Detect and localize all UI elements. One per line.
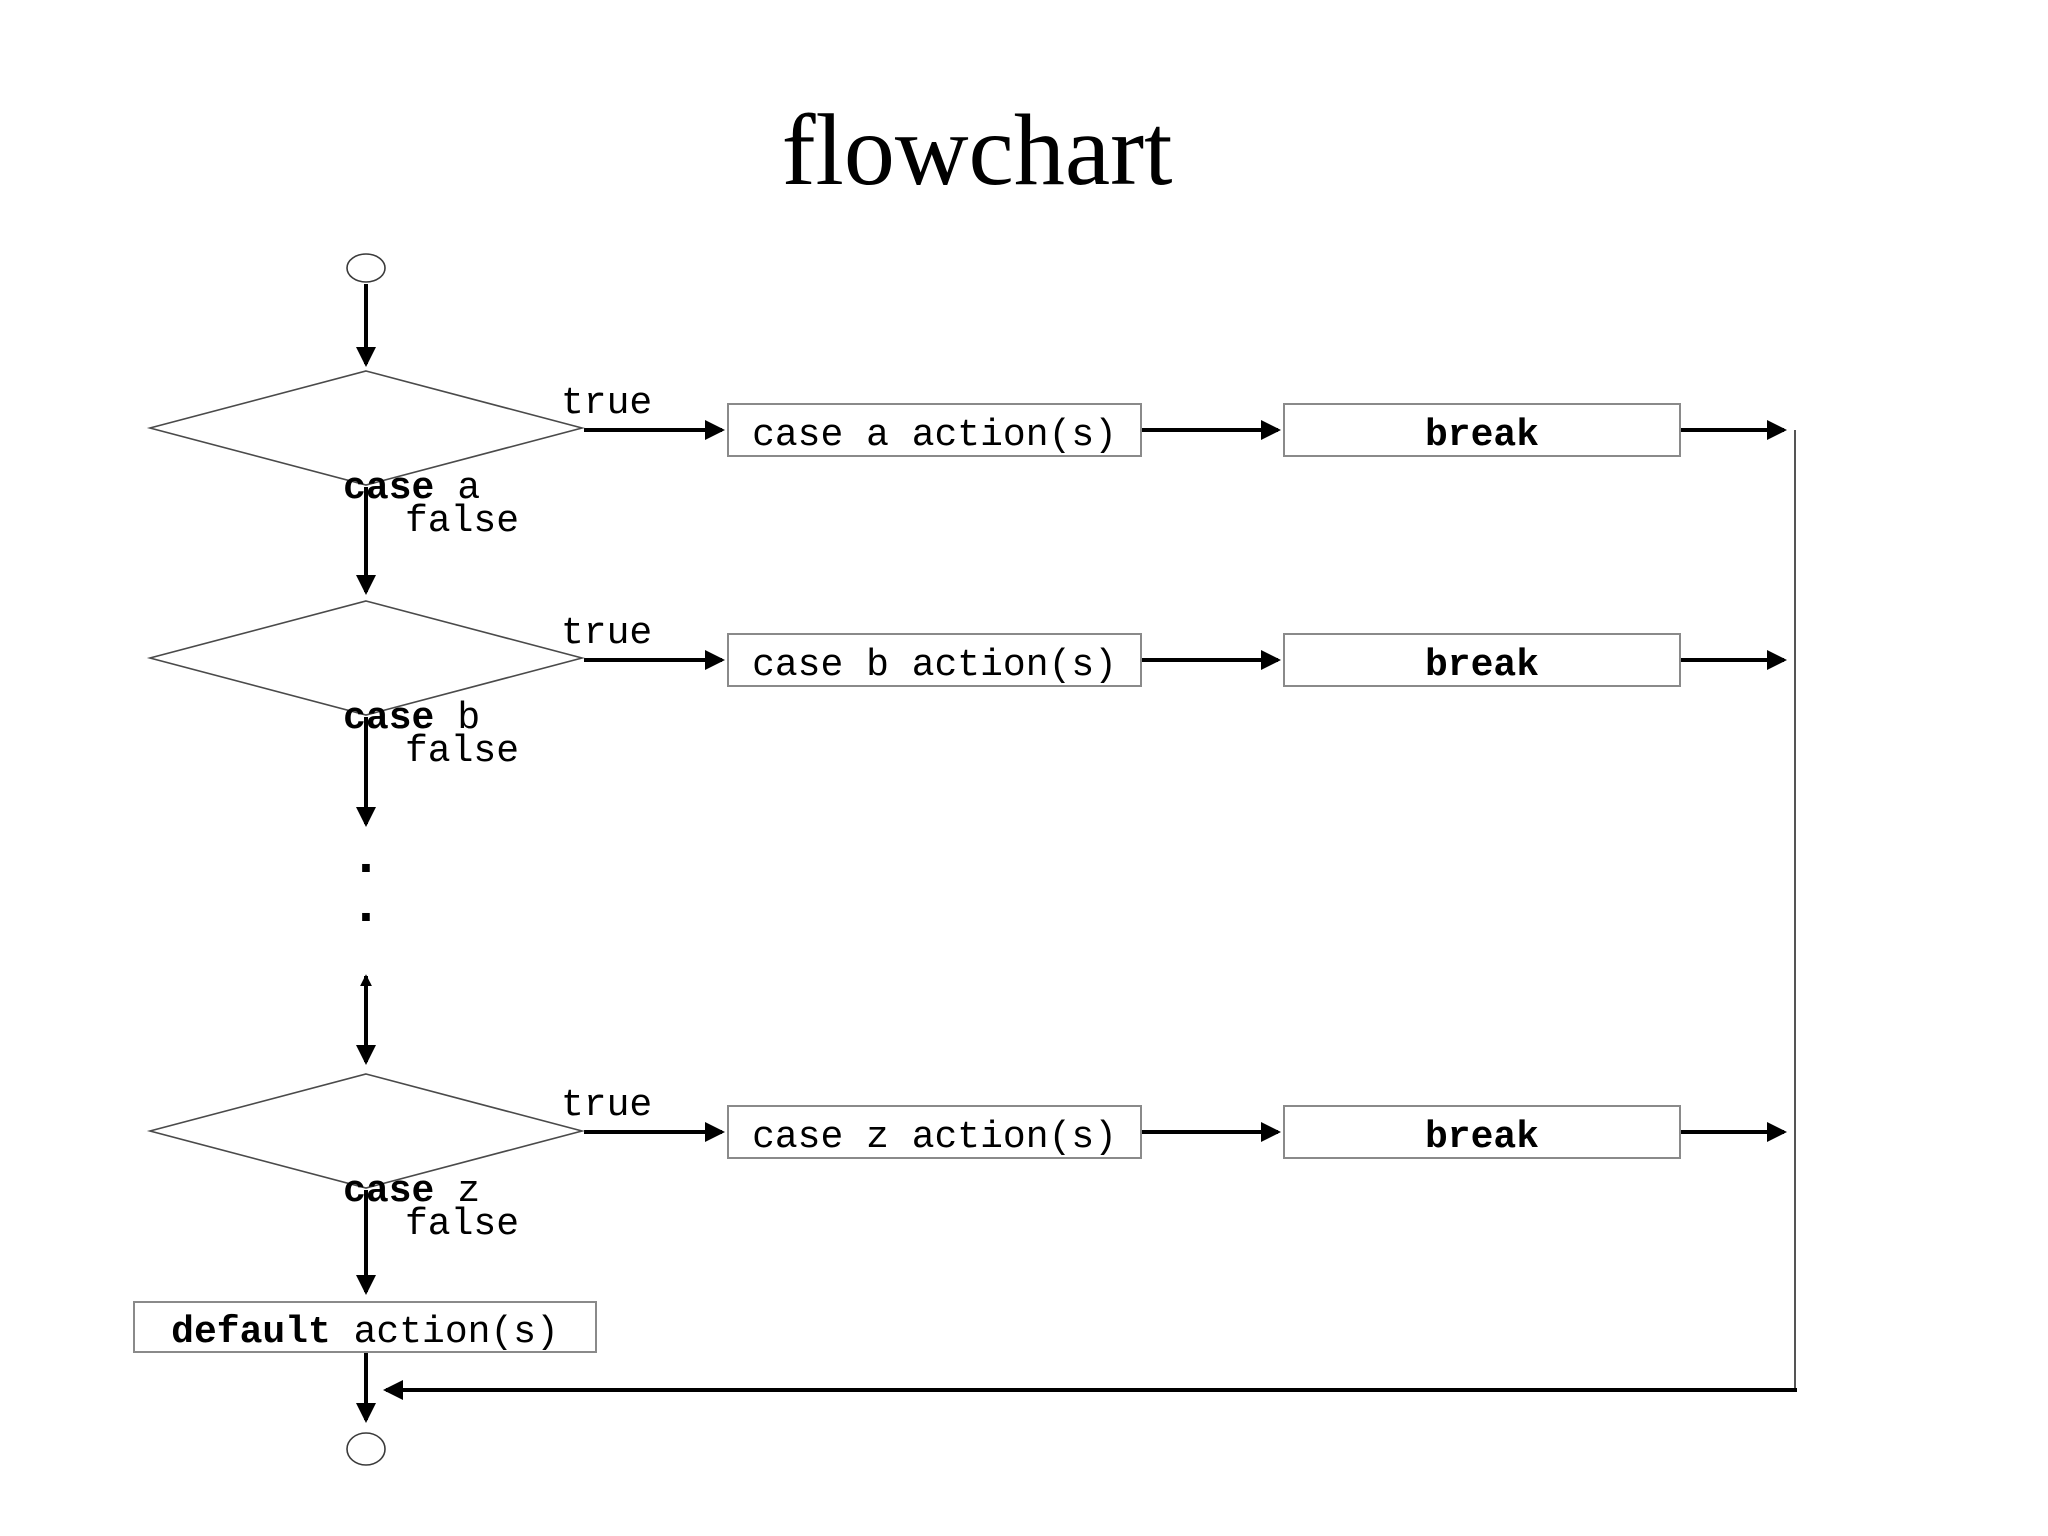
break-box-b: break — [1284, 634, 1680, 686]
case-variable: a — [457, 467, 481, 510]
page-title: flowchart — [781, 94, 1173, 207]
start-node — [346, 253, 386, 283]
case-keyword: case — [343, 467, 435, 510]
default-keyword: default — [171, 1311, 331, 1354]
break-box-b-outline — [1283, 633, 1681, 687]
action-box-case-z: case z action(s) — [728, 1106, 1141, 1158]
action-box-case-z-outline — [727, 1105, 1142, 1159]
action-box-case-b-outline — [727, 633, 1142, 687]
break-box-z-text: break — [1424, 1116, 1540, 1159]
default-action-box: default action(s) — [134, 1302, 596, 1352]
default-action-box-outline — [133, 1301, 597, 1353]
true-edge-label-b: true — [561, 612, 653, 655]
action-box-case-a: case a action(s) — [728, 404, 1141, 456]
action-box-case-b: case b action(s) — [728, 634, 1141, 686]
false-edge-label-b: false — [405, 730, 520, 773]
break-box-z: break — [1284, 1106, 1680, 1158]
action-box-case-z-text: case z action(s) — [752, 1116, 1117, 1159]
case-variable: z — [457, 1170, 481, 1213]
true-edge-label-a: true — [561, 382, 653, 425]
true-edge-label-z: true — [561, 1084, 653, 1127]
decision-case-a-outline — [146, 370, 586, 486]
break-box-b-text: break — [1424, 644, 1540, 687]
decision-case-b-outline — [146, 600, 586, 716]
break-box-a-text: break — [1424, 414, 1540, 457]
case-keyword: case — [343, 697, 435, 740]
case-keyword: case — [343, 1170, 435, 1213]
false-edge-label-a: false — [405, 500, 520, 543]
action-box-case-a-outline — [727, 403, 1142, 457]
default-suffix: action(s) — [330, 1311, 559, 1354]
break-box-a: break — [1284, 404, 1680, 456]
end-node — [346, 1432, 386, 1466]
case-variable: b — [457, 697, 481, 740]
decision-case-z-outline — [146, 1073, 586, 1189]
action-box-case-b-text: case b action(s) — [752, 644, 1117, 687]
action-box-case-a-text: case a action(s) — [752, 414, 1117, 457]
break-box-a-outline — [1283, 403, 1681, 457]
false-edge-label-z: false — [405, 1203, 520, 1246]
continuation-dot: . — [349, 877, 383, 938]
break-box-z-outline — [1283, 1105, 1681, 1159]
continuation-dot: . — [349, 828, 383, 889]
